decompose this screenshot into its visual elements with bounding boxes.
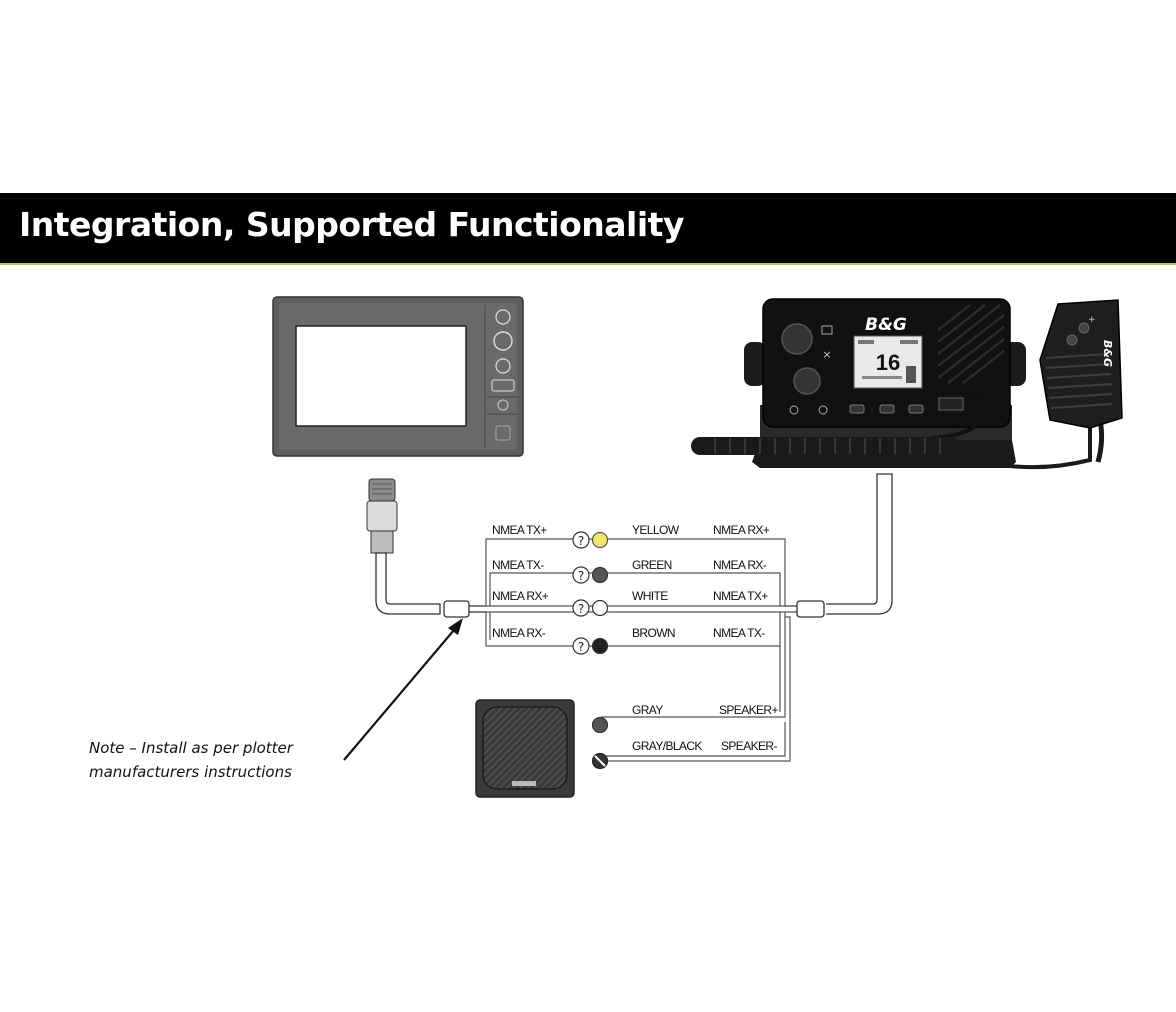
svg-text:?: ? (578, 602, 584, 616)
external-speaker (475, 699, 575, 798)
radio-channel-readout: 16 (876, 350, 900, 375)
wire-color-name: GRAY (632, 703, 663, 717)
wire-right-label: NMEA TX- (713, 626, 765, 640)
wire-left-label: NMEA RX- (492, 626, 546, 640)
wire-color-swatch (591, 716, 609, 734)
left-cable-joint (443, 600, 470, 618)
plotter-power-icon (497, 399, 509, 411)
svg-text:?: ? (578, 569, 584, 583)
speaker-logo (512, 781, 536, 786)
wire-right-label: SPEAKER- (721, 739, 777, 753)
wire-right-label: SPEAKER+ (719, 703, 779, 717)
wire-color-swatch (591, 599, 609, 617)
radio-menu-icon (821, 325, 833, 335)
question-icon: ? (572, 531, 590, 549)
radio-brand-logo: B&G (865, 315, 907, 335)
note-line-1: Note – Install as per plotter (89, 739, 293, 757)
mic-down-button-icon (1066, 334, 1078, 346)
wire-color-name: BROWN (632, 626, 676, 640)
radio-channel-knob-icon (793, 367, 821, 395)
wire-color-swatch (591, 531, 609, 549)
svg-text:+: + (1088, 315, 1096, 325)
radio-16-9-button (879, 404, 895, 414)
note-arrow (343, 618, 463, 761)
wire-harness (485, 538, 797, 762)
mic-brand-logo: B&G (1101, 340, 1114, 367)
plotter-zoom-in-icon (495, 309, 511, 325)
wire-right-label: NMEA RX+ (713, 523, 770, 537)
wire-color-swatch (591, 566, 609, 584)
wire-right-label: NMEA RX- (713, 558, 767, 572)
note-line-2: manufacturers instructions (89, 763, 292, 781)
plotter-rotary-knob-icon (493, 331, 513, 351)
radio-cable (826, 473, 893, 615)
wire-color-name: WHITE (632, 589, 668, 603)
plotter-zoom-out-icon (495, 358, 511, 374)
installation-note: Note – Install as per plotter manufactur… (89, 736, 293, 784)
nmea-connector (366, 478, 441, 615)
svg-text:?: ? (578, 534, 584, 548)
mic-up-button-icon (1078, 322, 1090, 334)
wire-left-label: NMEA TX+ (492, 523, 547, 537)
page-title: Integration, Supported Functionality (19, 205, 684, 244)
question-icon: ? (572, 566, 590, 584)
svg-text:?: ? (578, 640, 584, 654)
wire-color-name: YELLOW (632, 523, 679, 537)
radio-power-icon (789, 405, 799, 415)
plotter-screen (295, 325, 467, 427)
wire-color-swatch (591, 637, 609, 655)
radio-dsc-label (938, 397, 964, 411)
wire-left-label: NMEA TX- (492, 558, 544, 572)
chart-plotter (272, 296, 524, 457)
vhf-radio: B&G × 16 (691, 298, 1105, 470)
right-cable-joint (796, 600, 825, 618)
wire-color-name: GRAY/BLACK (632, 739, 702, 753)
question-icon: ? (572, 637, 590, 655)
radio-volume-knob-icon (781, 323, 813, 355)
handset-microphone: + B&G (1039, 299, 1123, 429)
wire-right-label: NMEA TX+ (713, 589, 768, 603)
wire-color-name: GREEN (632, 558, 672, 572)
title-bar: Integration, Supported Functionality (0, 193, 1176, 265)
question-icon: ? (572, 599, 590, 617)
radio-h-l-button (849, 404, 865, 414)
radio-scan-button (908, 404, 924, 414)
radio-close-icon: × (822, 348, 831, 361)
plotter-card-slot-icon (495, 425, 511, 441)
wire-left-label: NMEA RX+ (492, 589, 549, 603)
plotter-menu-button-icon (491, 379, 515, 392)
radio-home-icon (818, 405, 828, 415)
